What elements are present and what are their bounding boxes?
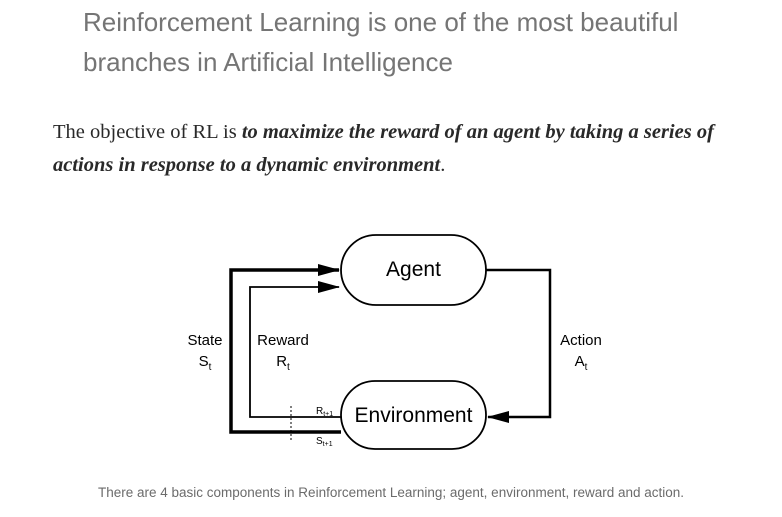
action-label: Action (560, 332, 602, 349)
reward-next-label: Rt+1 (316, 406, 333, 418)
rl-diagram: Agent Environment State St Reward Rt Act… (187, 234, 602, 450)
rl-diagram-figure: Agent Environment State St Reward Rt Act… (0, 220, 782, 460)
action-arrow (486, 268, 552, 423)
environment-label: Environment (355, 404, 473, 427)
paragraph-end: . (440, 154, 446, 176)
state-symbol: St (199, 353, 212, 373)
paragraph-intro: The objective of RL is (53, 121, 242, 143)
reward-label: Reward (257, 332, 309, 349)
state-label: State (187, 332, 222, 349)
reward-symbol: Rt (276, 353, 290, 373)
article-subtitle: Reinforcement Learning is one of the mos… (83, 7, 679, 77)
paragraph-emphasis: to maximize the reward of an agent by ta… (53, 121, 714, 176)
article-paragraph: The objective of RL is to maximize the r… (53, 116, 763, 182)
state-arrow (229, 264, 341, 434)
figure-caption: There are 4 basic components in Reinforc… (97, 485, 685, 500)
action-symbol: At (575, 353, 588, 373)
reward-arrow (249, 281, 341, 418)
environment-box (340, 380, 487, 450)
agent-label: Agent (386, 258, 441, 281)
state-next-label: St+1 (316, 436, 333, 448)
